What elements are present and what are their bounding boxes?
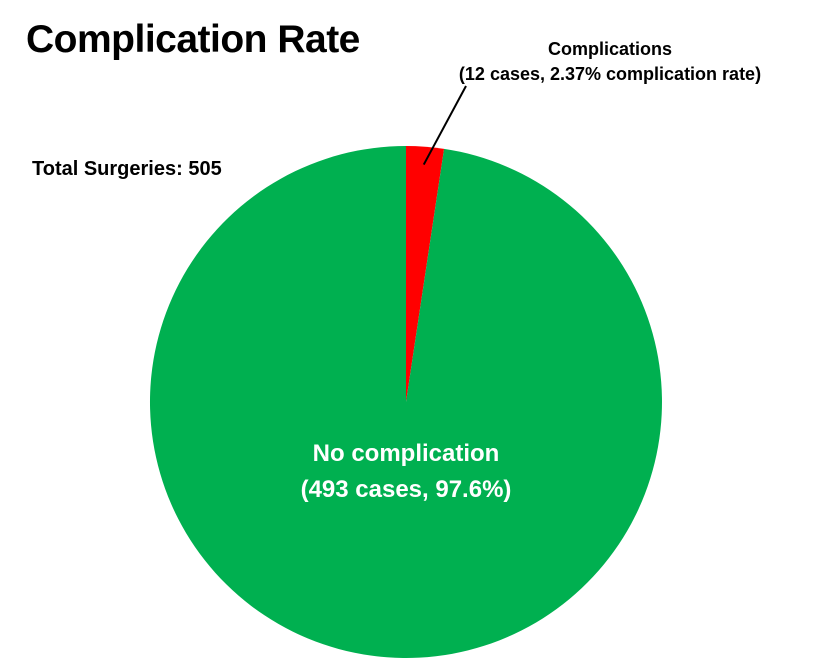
complications-callout: Complications (12 cases, 2.37% complicat… xyxy=(430,37,790,87)
pie-slice-complications xyxy=(406,146,445,402)
no-complication-label-name: No complication xyxy=(312,440,500,467)
chart-title: Complication Rate xyxy=(26,18,360,61)
pie-slice-no-complication xyxy=(149,146,662,659)
complications-label-name: Complications xyxy=(547,39,672,59)
total-surgeries-label: Total Surgeries: 505 xyxy=(32,158,222,180)
no-complication-label: No complication (493 cases, 97.6%) xyxy=(256,436,556,508)
complications-label-detail: (12 cases, 2.37% complication rate) xyxy=(458,64,762,84)
complications-leader-line xyxy=(422,85,467,166)
no-complication-label-detail: (493 cases, 97.6%) xyxy=(300,476,512,503)
